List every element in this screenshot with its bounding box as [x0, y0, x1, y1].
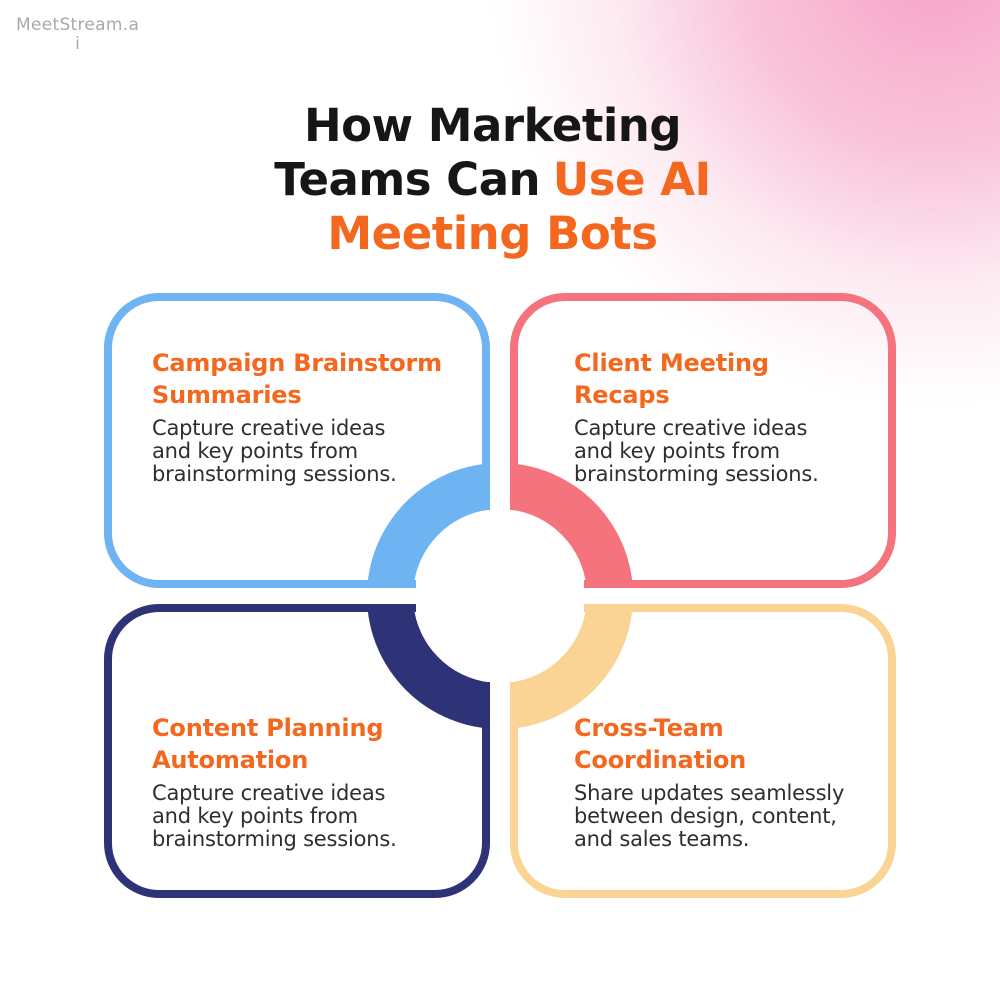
card-campaign-brainstorm-summaries: Campaign Brainstorm Summaries Capture cr… [104, 293, 490, 588]
card-title: Content Planning Automation [152, 714, 384, 774]
title-line-1: How Marketing [303, 99, 682, 152]
card-body: Capture creative ideas and key points fr… [152, 781, 397, 851]
watermark: MeetStream.a i [16, 16, 139, 54]
card-title: Client Meeting Recaps [574, 349, 769, 409]
card-title: Campaign Brainstorm Summaries [152, 349, 442, 409]
title-line-3: Meeting Bots [327, 207, 658, 260]
watermark-line-1: MeetStream.a [16, 15, 140, 35]
card-title: Cross-Team Coordination [574, 714, 746, 774]
card-body: Capture creative ideas and key points fr… [152, 416, 397, 486]
card-content-planning-automation: Content Planning Automation Capture crea… [104, 604, 490, 898]
card-cross-team-coordination: Cross-Team Coordination Share updates se… [510, 604, 896, 898]
card-client-meeting-recaps: Client Meeting Recaps Capture creative i… [510, 293, 896, 588]
card-body: Share updates seamlessly between design,… [574, 781, 845, 851]
watermark-line-2: i [75, 34, 81, 54]
card-body: Capture creative ideas and key points fr… [574, 416, 819, 486]
title-accent-use-ai: Use AI [552, 153, 712, 206]
